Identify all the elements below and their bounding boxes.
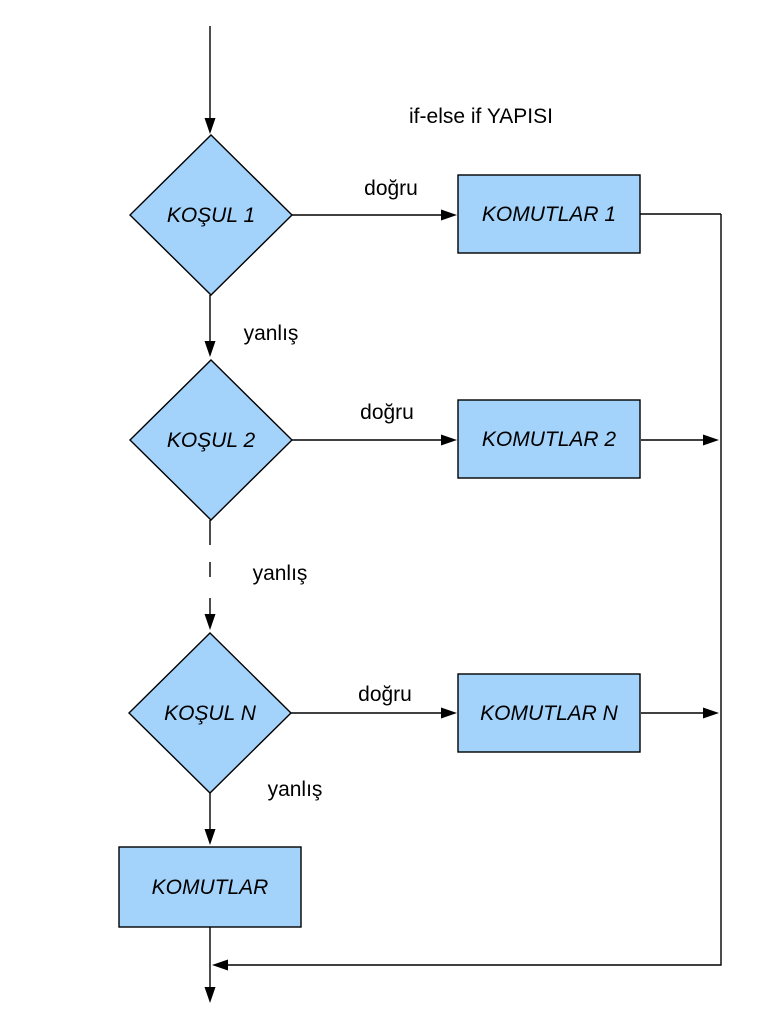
decision-kosul2-label: KOŞUL 2	[167, 429, 256, 452]
process-komutlar2-label: KOMUTLAR 2	[482, 428, 617, 451]
process-komutlar-final-label: KOMUTLAR	[152, 876, 269, 899]
process-komutlar1	[457, 174, 641, 254]
edge-kosuln-true-label: doğru	[358, 683, 412, 706]
edge-komutlar2-out-arrowhead	[703, 434, 719, 446]
process-komutlarn	[457, 673, 641, 753]
diagram-title: if-else if YAPISI	[409, 105, 553, 128]
edge-kosuln-true-arrowhead	[441, 707, 457, 719]
edge-komutlarn-out-arrowhead	[703, 707, 719, 719]
edge-return-rail-arrowhead	[212, 959, 228, 971]
edge-entry-arrowhead	[204, 118, 216, 134]
edge-kosul1-true-label: doğru	[364, 177, 418, 200]
decision-kosul2	[129, 359, 293, 521]
process-komutlarn-label: KOMUTLAR N	[480, 702, 619, 725]
edge-kosul2-false-label: yanlış	[253, 562, 308, 585]
decision-kosuln	[128, 632, 292, 794]
decision-kosul1	[129, 134, 293, 296]
edge-exit-arrowhead	[204, 987, 216, 1003]
edge-kosuln-false-label: yanlış	[268, 778, 323, 801]
decision-kosul1-label: KOŞUL 1	[167, 204, 255, 227]
edge-kosul2-false-arrowhead	[204, 614, 216, 630]
process-komutlar-final	[118, 846, 302, 928]
process-komutlar2	[457, 399, 641, 479]
edge-kosuln-false-arrowhead	[204, 829, 216, 845]
edge-kosul1-false-arrowhead	[204, 341, 216, 357]
edge-kosul1-false-label: yanlış	[244, 322, 299, 345]
decision-kosuln-label: KOŞUL N	[164, 702, 257, 725]
edge-return-rail-line	[226, 214, 722, 966]
edge-kosul2-true-label: doğru	[360, 401, 414, 424]
process-komutlar1-label: KOMUTLAR 1	[482, 203, 616, 226]
edge-kosul1-true-arrowhead	[441, 209, 457, 221]
edge-kosul2-true-arrowhead	[441, 434, 457, 446]
